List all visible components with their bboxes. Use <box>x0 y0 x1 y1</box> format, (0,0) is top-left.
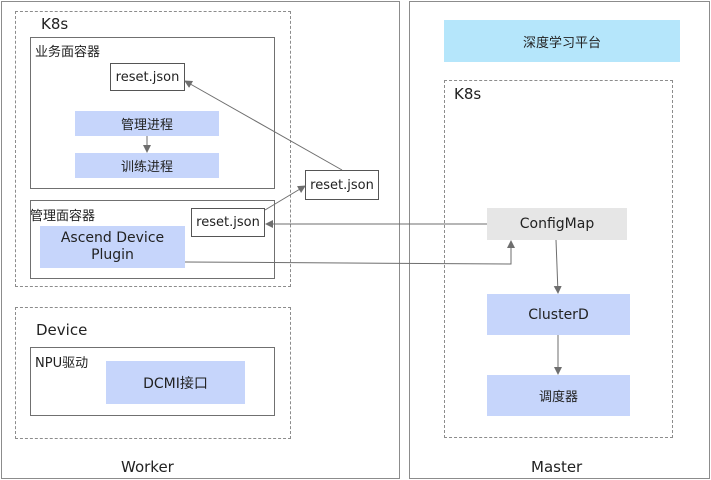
device-title: Device <box>36 321 88 339</box>
clusterd-box: ClusterD <box>487 294 630 335</box>
master-k8s-title: K8s <box>454 85 482 103</box>
device-group <box>15 307 291 439</box>
process-train-box: 训练进程 <box>75 153 219 178</box>
npu-driver-title: NPU驱动 <box>35 356 89 371</box>
business-container-title: 业务面容器 <box>35 45 101 60</box>
process-manager-box: 管理进程 <box>75 111 219 136</box>
ascend-device-plugin-box: Ascend Device Plugin <box>40 226 185 268</box>
dl-platform-box: 深度学习平台 <box>444 20 680 62</box>
configmap-box: ConfigMap <box>487 208 627 240</box>
worker-label: Worker <box>121 458 174 476</box>
dcmi-interface-box: DCMI接口 <box>106 361 245 404</box>
business-reset-json: reset.json <box>110 63 185 91</box>
worker-k8s-title: K8s <box>41 15 69 33</box>
mgmt-reset-json: reset.json <box>191 208 265 237</box>
middle-reset-json: reset.json <box>305 170 379 200</box>
master-label: Master <box>531 458 583 476</box>
scheduler-box: 调度器 <box>487 375 630 416</box>
mgmt-container-title: 管理面容器 <box>30 209 96 224</box>
